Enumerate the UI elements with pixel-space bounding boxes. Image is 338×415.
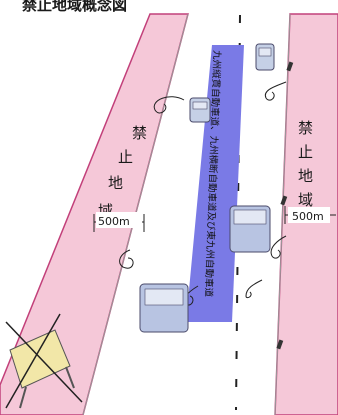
- reflector-post: [286, 61, 294, 72]
- right-zone-char-4: 域: [298, 191, 313, 209]
- left-width-label: 500m: [98, 215, 130, 228]
- vehicle-lower-left: [139, 283, 189, 333]
- reflector-post: [276, 339, 284, 350]
- right-zone-char-1: 禁: [298, 119, 313, 137]
- left-zone-char-1: 禁: [132, 124, 147, 142]
- curl-arrow-right-1: [264, 81, 287, 101]
- right-width-label: 500m: [292, 210, 324, 223]
- vehicle-upper-center: [189, 97, 211, 123]
- vehicle-middle-right: [229, 205, 271, 253]
- highway-band: [186, 45, 244, 322]
- right-zone-char-3: 地: [298, 167, 313, 185]
- left-zone-label: 禁 止 地 域: [98, 124, 147, 220]
- right-width-marker: 500m: [284, 206, 336, 224]
- curl-arrow-left-1: [153, 96, 185, 114]
- curl-arrow-right-2: [270, 235, 287, 259]
- right-zone-label: 禁 止 地 域: [298, 119, 313, 209]
- crossed-out-sign: [5, 313, 83, 409]
- curl-arrow-left-2: [119, 249, 134, 269]
- left-width-marker: 500m: [93, 212, 145, 232]
- diagram-title: 禁止地域概念図: [22, 0, 127, 14]
- left-zone-char-3: 地: [108, 174, 123, 192]
- reflector-post: [280, 195, 288, 206]
- right-zone-char-2: 止: [298, 143, 313, 161]
- vehicle-top-right: [255, 43, 275, 71]
- curl-arrow-right-3: [245, 279, 263, 299]
- left-zone-char-2: 止: [118, 148, 133, 166]
